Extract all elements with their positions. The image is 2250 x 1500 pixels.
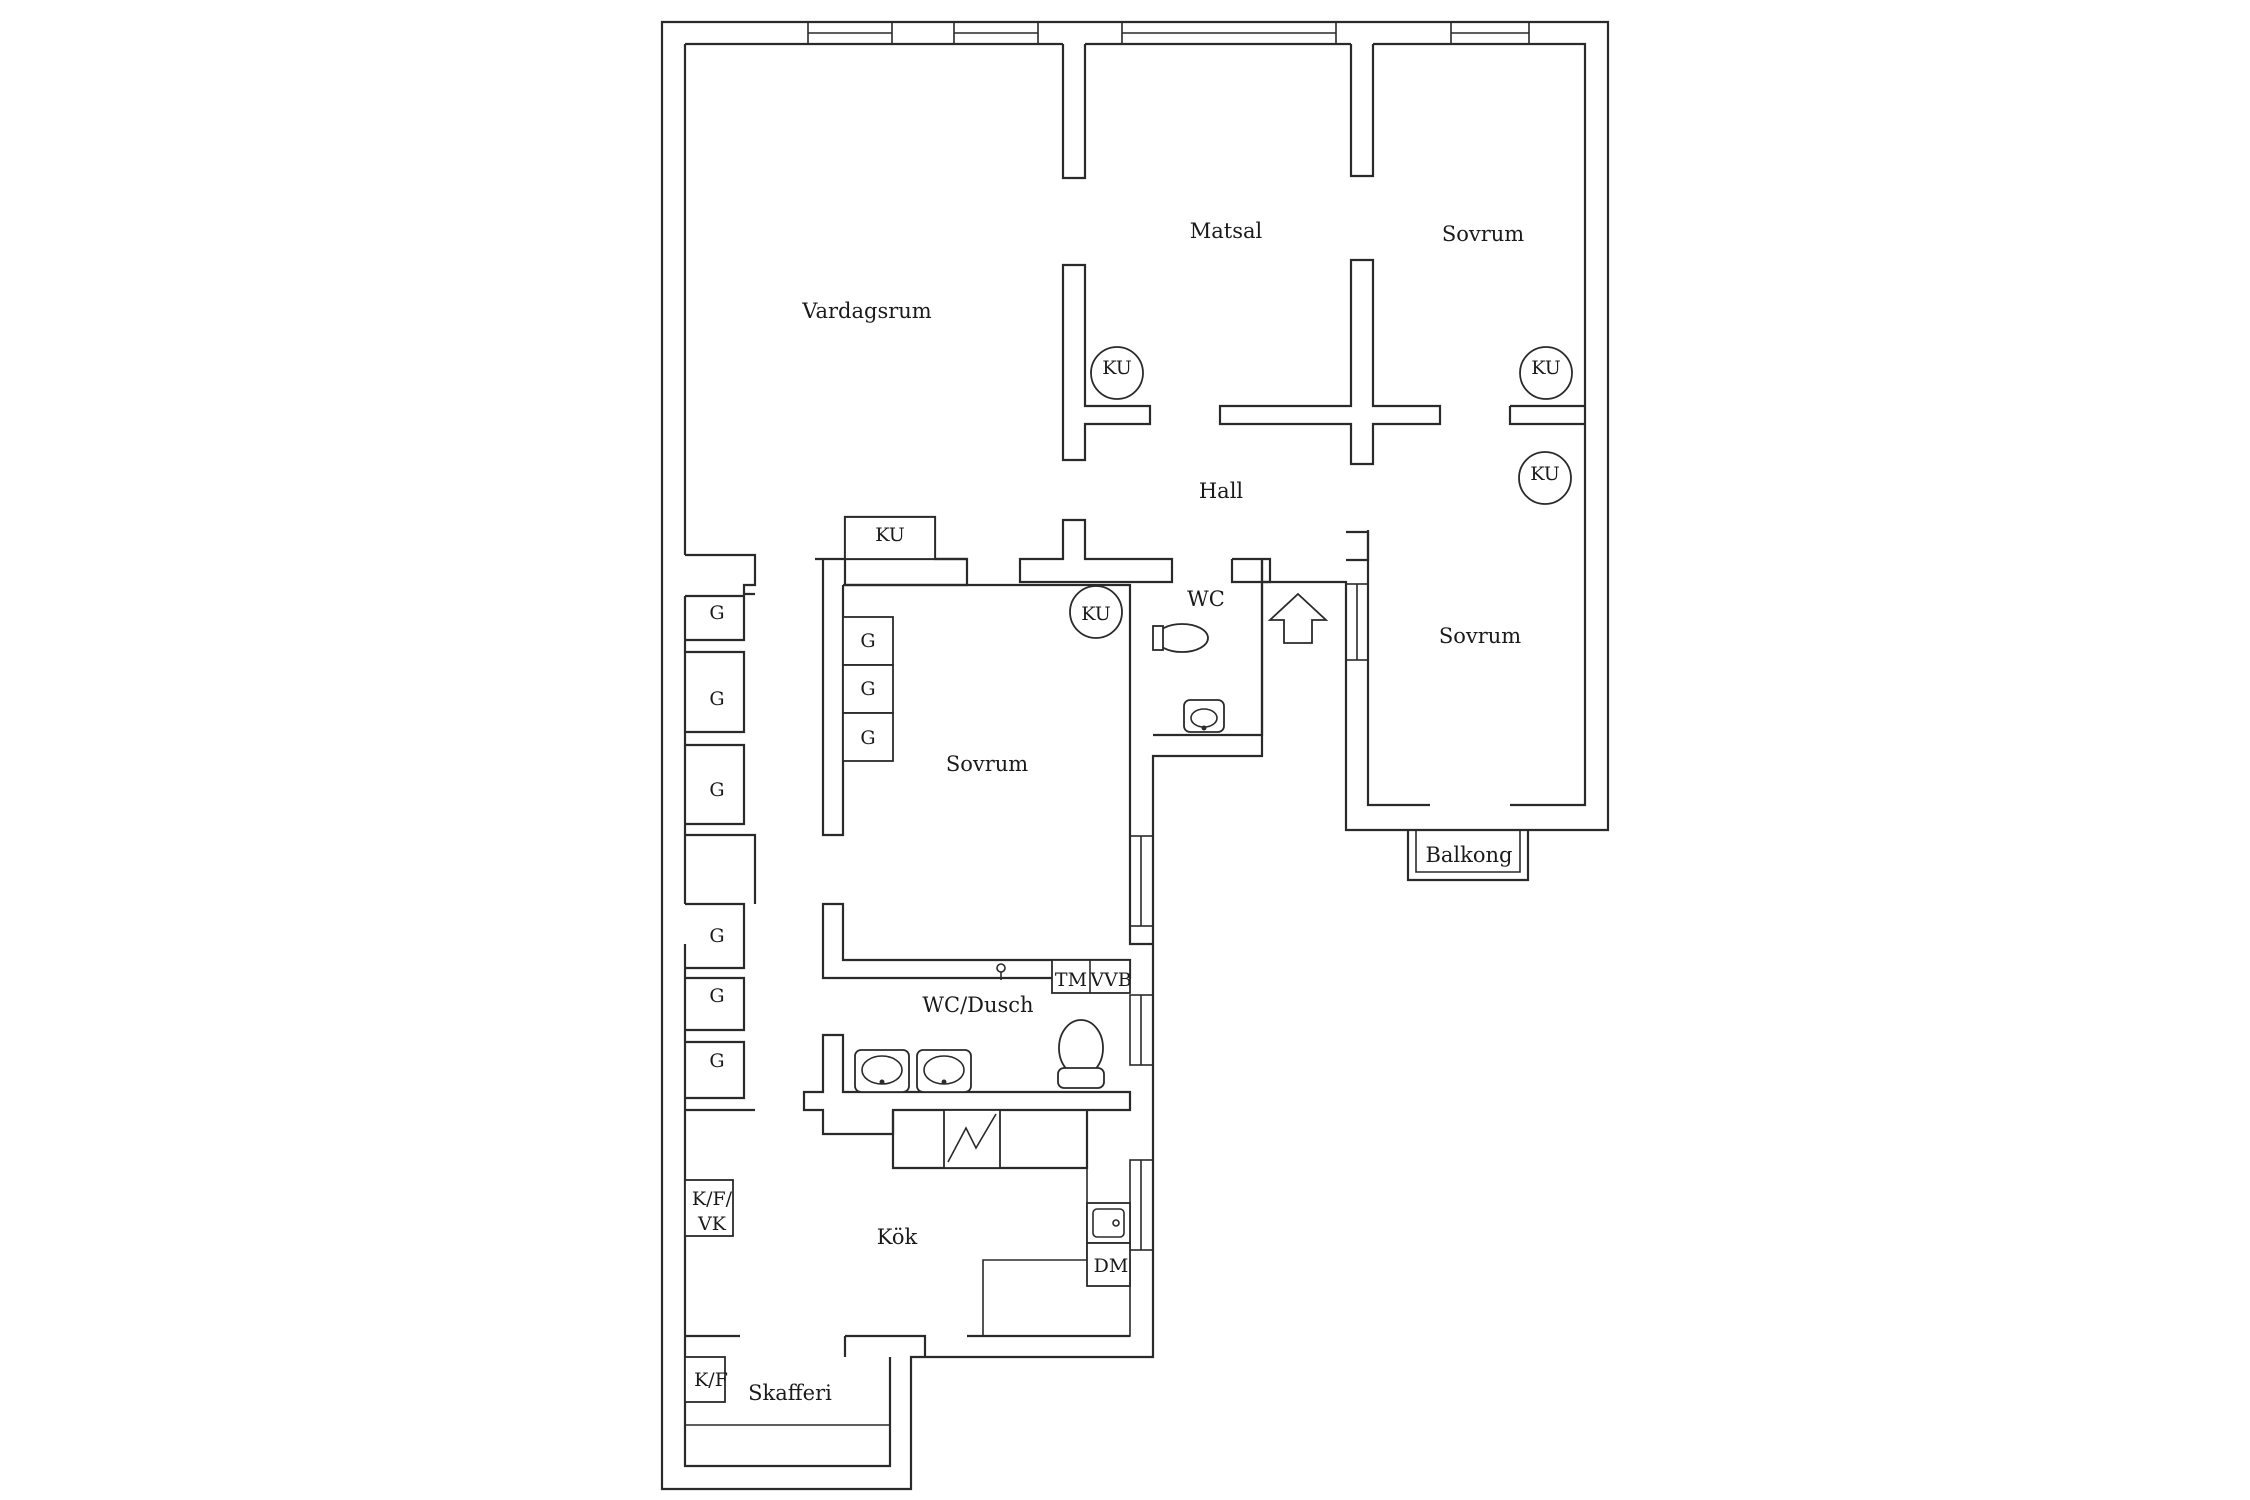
ku-label: KU: [875, 524, 905, 546]
dm-label: DM: [1094, 1255, 1129, 1277]
vvb-label: VVB: [1089, 969, 1131, 991]
room-label-skafferi: Skafferi: [748, 1381, 832, 1405]
kf-vk-label-line1: K/F/: [692, 1188, 733, 1210]
room-label-hall: Hall: [1199, 479, 1244, 503]
sink-icon: [854, 1049, 972, 1093]
room-label-sovrum-w: Sovrum: [946, 752, 1028, 776]
g-label: G: [709, 688, 724, 710]
outer-wall: [660, 20, 1610, 1491]
g-label: G: [709, 602, 724, 624]
toilet-icon: [1152, 623, 1209, 653]
room-labels: Vardagsrum Matsal Sovrum Hall WC Sovrum …: [748, 219, 1524, 1405]
ku-label: KU: [1530, 463, 1560, 485]
stove-icon: [943, 1109, 1001, 1169]
g-label: G: [860, 630, 875, 652]
kf-vk-label-line2: VK: [697, 1213, 727, 1235]
tm-label: TM: [1055, 969, 1087, 991]
kitchen-sink-icon: [1086, 1202, 1131, 1244]
room-label-wc: WC: [1187, 587, 1225, 611]
kitchen-appliances: [684, 1179, 1131, 1403]
balkong: [1406, 830, 1530, 882]
room-label-vardagsrum: Vardagsrum: [801, 299, 932, 323]
g-label: G: [709, 779, 724, 801]
room-label-kok: Kök: [877, 1225, 918, 1249]
g-label: G: [709, 925, 724, 947]
ku-label: KU: [1531, 357, 1561, 379]
g-label: G: [709, 1050, 724, 1072]
room-label-balkong: Balkong: [1425, 843, 1512, 867]
room-label-sovrum-ne: Sovrum: [1442, 222, 1524, 246]
room-label-sovrum-e: Sovrum: [1439, 624, 1521, 648]
wc-dusch-fixtures: [854, 959, 1131, 1093]
inner-wall: [683, 42, 1587, 1468]
interior-walls: [685, 44, 1585, 1426]
toilet-icon: [1057, 1019, 1105, 1089]
room-label-wc-dusch: WC/Dusch: [922, 993, 1033, 1017]
ku-label: KU: [1102, 357, 1132, 379]
kf-label: K/F: [694, 1369, 728, 1391]
ku-vents: [844, 346, 1573, 639]
fixture-labels: KU KU KU KU KU G G G G G G G G G TM VVB …: [692, 357, 1561, 1391]
g-label: G: [860, 727, 875, 749]
g-label: G: [709, 985, 724, 1007]
ku-label: KU: [1081, 603, 1111, 625]
g-label: G: [860, 678, 875, 700]
windows-top: [807, 21, 1530, 45]
closet-fixtures: [842, 616, 894, 762]
room-label-matsal: Matsal: [1190, 219, 1263, 243]
sink-icon: [1183, 699, 1225, 733]
entrance-arrow-icon: [1267, 592, 1329, 644]
